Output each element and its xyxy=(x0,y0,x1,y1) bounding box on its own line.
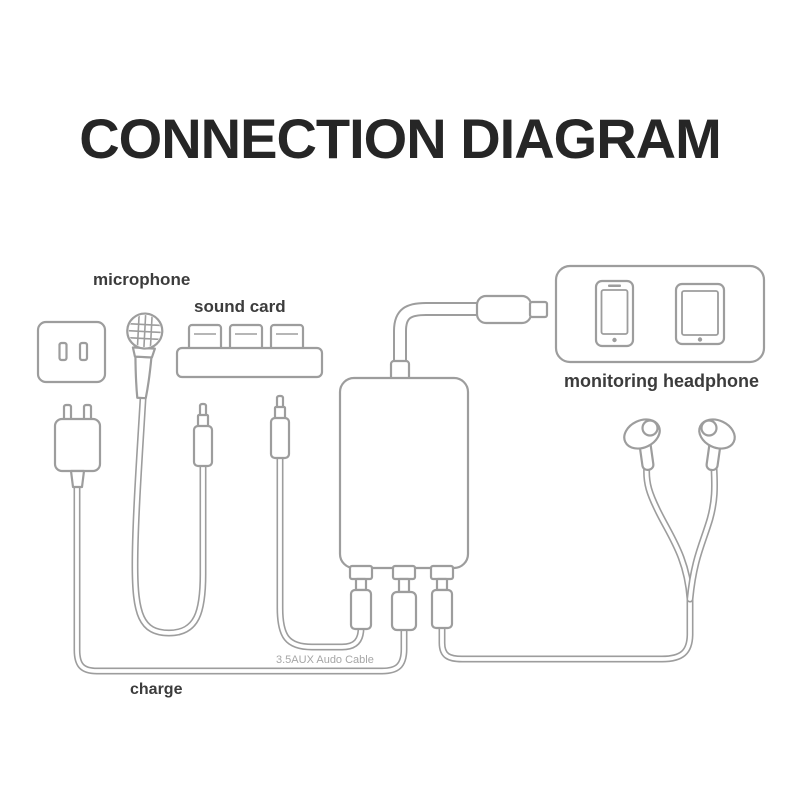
headphone-cable-left-branch xyxy=(643,460,694,603)
tablet-home-button xyxy=(697,337,703,342)
headphone-cable xyxy=(438,593,694,663)
sound-card-base xyxy=(175,346,324,379)
charge-cable xyxy=(73,482,408,675)
device-panel-frame xyxy=(554,264,766,364)
microphone-cable xyxy=(131,395,207,637)
plug-body xyxy=(349,588,373,631)
phone-icon xyxy=(594,279,635,348)
aux-cable xyxy=(276,452,365,651)
headphone-cable-right-branch xyxy=(686,464,718,603)
aux-plug-left xyxy=(349,577,373,631)
device-panel xyxy=(554,264,766,364)
plug-tip xyxy=(528,300,549,319)
microphone-grille xyxy=(127,314,162,348)
monitoring-headphone-label: monitoring headphone xyxy=(564,371,759,391)
microphone-plug xyxy=(192,402,214,468)
phone-home-button xyxy=(612,337,617,343)
charger-body xyxy=(53,417,102,473)
earbud-face xyxy=(700,419,718,437)
adapter-port-headphone xyxy=(429,564,455,581)
plug-body xyxy=(475,294,533,325)
sound-card-plug xyxy=(269,394,291,460)
plug-body xyxy=(269,416,291,460)
lightning-cable xyxy=(393,302,487,387)
earbuds-icon xyxy=(623,418,736,472)
left-earbud xyxy=(623,418,661,472)
plug-neck xyxy=(354,577,368,592)
earbud-head xyxy=(698,418,736,450)
earbud-face xyxy=(641,419,659,437)
page-title: CONNECTION DIAGRAM xyxy=(79,107,722,170)
sound-card-label: sound card xyxy=(194,297,286,316)
outlet-slot-left xyxy=(58,341,68,362)
adapter-port-aux-in xyxy=(348,564,374,581)
sound-card-icon xyxy=(175,323,324,379)
plug-body xyxy=(390,590,418,632)
tablet-icon xyxy=(674,282,726,346)
cables xyxy=(73,302,718,675)
plug-neck xyxy=(435,577,449,592)
earbud-head xyxy=(623,418,661,450)
wall-outlet-icon xyxy=(36,320,107,384)
aux-plug-right xyxy=(430,577,454,630)
aux-cable-label: 3.5AUX Audo Cable xyxy=(276,654,374,666)
plug-body xyxy=(192,424,214,468)
plug-body xyxy=(430,588,454,630)
charge-label: charge xyxy=(130,681,183,698)
right-earbud xyxy=(698,418,736,472)
usb-charger-icon xyxy=(53,403,102,489)
microphone-label: microphone xyxy=(93,270,191,289)
phone-speaker xyxy=(608,284,621,287)
charger-strain-relief xyxy=(69,469,86,489)
adapter-box xyxy=(338,359,470,581)
microphone-icon xyxy=(126,312,164,400)
adapter-port-charge xyxy=(391,564,417,581)
lightning-plug-top xyxy=(475,294,549,325)
plug-tip xyxy=(397,577,411,594)
microphone-body xyxy=(134,355,153,400)
adapter-body xyxy=(338,376,470,570)
outlet-slot-right xyxy=(78,341,89,362)
lightning-plug-bottom xyxy=(390,577,418,632)
